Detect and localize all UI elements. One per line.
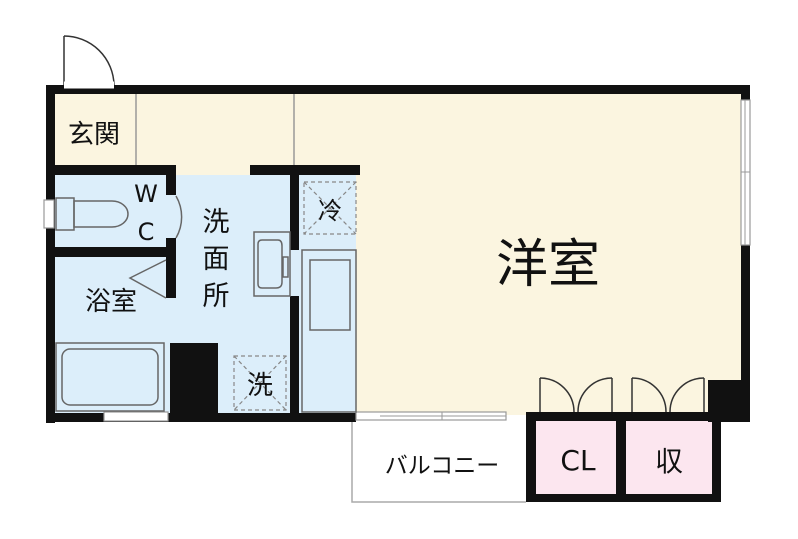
side-window [740, 99, 751, 246]
closet-doors [539, 377, 613, 413]
fridge-label: 冷 [318, 197, 342, 225]
balcony-label: バルコニー [385, 453, 500, 479]
storage-area [626, 420, 714, 496]
kitchen-counter [301, 249, 357, 413]
closet-label: CL [560, 444, 596, 477]
toilet-window [43, 199, 55, 229]
washroom-label-1: 洗 [203, 207, 230, 238]
bathtub [55, 342, 165, 412]
toilet-label-w: W [134, 180, 158, 208]
balcony-window [355, 411, 507, 421]
washer-label: 洗 [247, 371, 273, 401]
toilet-label-c: C [138, 218, 155, 246]
fridge-box [303, 181, 357, 235]
bathroom-door [128, 259, 167, 299]
balcony-outline [351, 422, 526, 503]
bath-window [103, 411, 169, 422]
storage-label: 収 [655, 445, 683, 478]
storage-doors [631, 377, 705, 413]
washbasin [253, 231, 291, 297]
entrance-door [63, 35, 115, 89]
toilet-door [175, 195, 183, 239]
entrance-area [54, 93, 136, 165]
washer-box [233, 355, 287, 411]
closet-area [536, 420, 622, 496]
bathroom-area [54, 257, 174, 414]
western-room-label: 洋室 [496, 235, 600, 295]
washroom-label-3: 所 [203, 281, 230, 312]
washroom-label-2: 面 [203, 244, 230, 275]
entrance-label: 玄関 [68, 120, 120, 150]
toilet-fixture [55, 197, 129, 231]
bathroom-label: 浴室 [85, 287, 137, 317]
